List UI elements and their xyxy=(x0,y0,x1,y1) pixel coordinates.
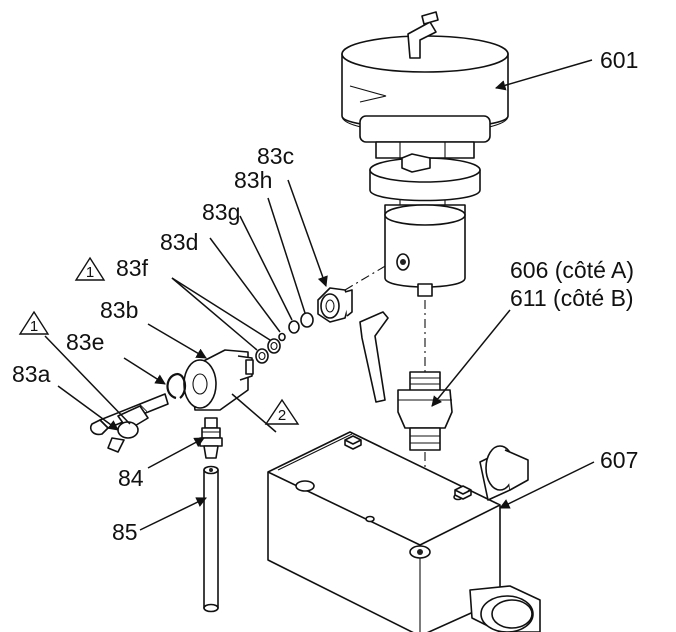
note-triangle-2: 2 xyxy=(264,398,300,425)
callout-601: 601 xyxy=(600,47,638,73)
callout-607: 607 xyxy=(600,447,638,473)
part-601-valve xyxy=(341,11,509,297)
note-triangle-1-lower: 1 xyxy=(18,310,50,335)
note-number: 1 xyxy=(30,318,38,335)
leader-lines xyxy=(44,59,595,531)
part-83c-fitting xyxy=(317,287,353,323)
part-83b-housing xyxy=(183,349,254,411)
callout-labels: 601 83c 83h 83g 83d 83f 83b 83e 83a 606 … xyxy=(12,47,638,545)
note-number: 1 xyxy=(86,264,94,281)
part-84-fitting xyxy=(199,417,223,459)
callout-83h: 83h xyxy=(234,167,272,193)
seal-rings xyxy=(255,312,314,364)
part-85-tube xyxy=(203,465,219,613)
part-607-manifold xyxy=(267,431,541,632)
callout-83g: 83g xyxy=(202,199,240,225)
part-606-611-fitting xyxy=(359,311,453,451)
callout-83e: 83e xyxy=(66,329,104,355)
callout-606: 606 (côté A) xyxy=(510,257,634,283)
part-83e-ring xyxy=(166,372,187,400)
callout-83c: 83c xyxy=(257,143,294,169)
callout-611: 611 (côté B) xyxy=(510,285,634,311)
callout-83b: 83b xyxy=(100,297,138,323)
part-83a-handle xyxy=(89,393,169,453)
callout-83a: 83a xyxy=(12,361,51,387)
callout-83f: 83f xyxy=(116,255,149,281)
note-number: 2 xyxy=(278,407,286,424)
note-triangle-1-upper: 1 xyxy=(74,256,106,281)
callout-84: 84 xyxy=(118,465,144,491)
callout-85: 85 xyxy=(112,519,138,545)
callout-83d: 83d xyxy=(160,229,198,255)
